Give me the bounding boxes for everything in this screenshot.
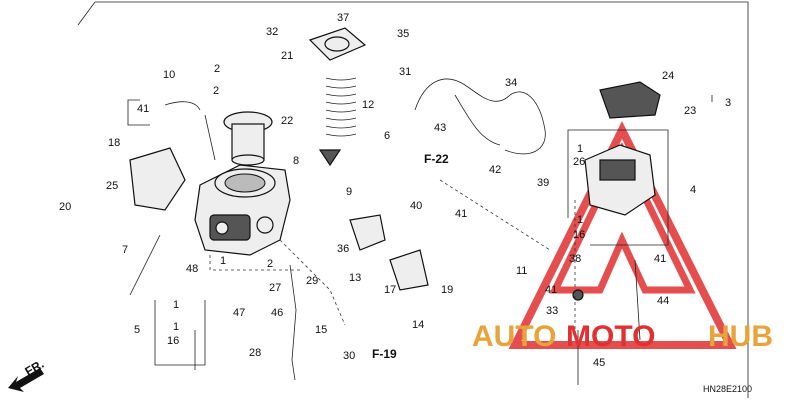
watermark-auto: AUTO bbox=[472, 320, 556, 353]
vacuum-piston bbox=[223, 111, 273, 166]
ref-f22: F-22 bbox=[424, 152, 449, 166]
callout-41a: 41 bbox=[137, 103, 149, 115]
jet-needle bbox=[318, 149, 342, 167]
front-direction-arrow: FR. bbox=[8, 357, 46, 392]
carburetor-body bbox=[194, 164, 291, 256]
callout-34: 34 bbox=[505, 77, 517, 89]
callout-27: 27 bbox=[269, 282, 281, 294]
watermark-logo bbox=[508, 121, 737, 349]
callout-45: 45 bbox=[593, 357, 605, 369]
callout-1a: 1 bbox=[577, 143, 583, 155]
hose-41 bbox=[164, 101, 201, 111]
leader-bracket-4 bbox=[567, 129, 669, 246]
watermark-hub: HUB bbox=[708, 320, 773, 353]
callout-3: 3 bbox=[725, 97, 731, 109]
watermark-triangle-outer bbox=[508, 121, 737, 349]
callout-36: 36 bbox=[337, 243, 349, 255]
bracket-10 bbox=[127, 99, 150, 126]
callout-19: 19 bbox=[441, 284, 453, 296]
callout-40: 40 bbox=[410, 200, 422, 212]
callout-46: 46 bbox=[271, 307, 283, 319]
callout-4: 4 bbox=[690, 184, 696, 196]
callout-2c: 2 bbox=[267, 258, 273, 270]
callout-39: 39 bbox=[537, 177, 549, 189]
callout-22: 22 bbox=[281, 115, 293, 127]
diagram-code: HN28E2100 bbox=[703, 384, 752, 394]
callout-41c: 41 bbox=[654, 253, 666, 265]
pilot-screw bbox=[204, 114, 216, 161]
watermark-moto: MOTO bbox=[566, 320, 655, 353]
diagram-frame bbox=[95, 1, 749, 398]
callout-43: 43 bbox=[434, 122, 446, 134]
callout-14: 14 bbox=[412, 319, 424, 331]
top-cover bbox=[308, 27, 367, 61]
throttle-link bbox=[349, 214, 386, 251]
callout-10: 10 bbox=[163, 69, 175, 81]
callout-38: 38 bbox=[569, 253, 581, 265]
callout-31: 31 bbox=[399, 66, 411, 78]
callout-35: 35 bbox=[397, 28, 409, 40]
callout-16b: 16 bbox=[167, 335, 179, 347]
choke-plate bbox=[389, 249, 429, 291]
callout-1b: 1 bbox=[577, 214, 583, 226]
callout-9: 9 bbox=[346, 186, 352, 198]
breather-tube bbox=[414, 78, 546, 155]
callout-21: 21 bbox=[281, 50, 293, 62]
frame-corner-left bbox=[77, 1, 96, 26]
callout-6: 6 bbox=[384, 130, 390, 142]
dash-11 bbox=[439, 179, 551, 251]
solenoid bbox=[599, 81, 661, 119]
callouts: 37 32 35 21 31 2 2 10 41 12 22 34 24 3 2… bbox=[59, 12, 731, 369]
callout-33: 33 bbox=[546, 305, 558, 317]
dash-bottom bbox=[209, 255, 300, 271]
callout-32: 32 bbox=[266, 26, 278, 38]
callout-30: 30 bbox=[343, 350, 355, 362]
front-label: FR. bbox=[23, 357, 47, 379]
callout-7: 7 bbox=[122, 244, 128, 256]
rod-44 bbox=[634, 259, 641, 341]
callout-20: 20 bbox=[59, 201, 71, 213]
callout-44: 44 bbox=[657, 295, 669, 307]
drain-tube bbox=[289, 264, 297, 381]
spring bbox=[325, 77, 357, 137]
callout-41d: 41 bbox=[545, 284, 557, 296]
callout-12: 12 bbox=[362, 99, 374, 111]
watermark-text: AUTO MOTO HUB bbox=[472, 320, 773, 353]
callout-1e: 1 bbox=[173, 321, 179, 333]
callout-41b: 41 bbox=[455, 208, 467, 220]
callout-37: 37 bbox=[337, 12, 349, 24]
callout-29: 29 bbox=[306, 275, 318, 287]
callout-13: 13 bbox=[349, 272, 361, 284]
callout-24: 24 bbox=[662, 70, 674, 82]
callout-16a: 16 bbox=[573, 229, 585, 241]
breather-tube-2 bbox=[454, 94, 501, 146]
dash-30 bbox=[279, 239, 346, 326]
callout-42: 42 bbox=[489, 164, 501, 176]
ref-f19: F-19 bbox=[372, 347, 397, 361]
callout-18: 18 bbox=[108, 137, 120, 149]
callout-28: 28 bbox=[249, 347, 261, 359]
bracket-5 bbox=[154, 300, 206, 366]
callout-11: 11 bbox=[516, 265, 527, 277]
callout-17: 17 bbox=[384, 284, 396, 296]
callout-26: 26 bbox=[573, 156, 585, 168]
float-chamber-cover bbox=[129, 147, 186, 211]
callout-23: 23 bbox=[684, 105, 696, 117]
callout-25: 25 bbox=[106, 180, 118, 192]
callout-47: 47 bbox=[233, 307, 245, 319]
o-ring-33 bbox=[572, 289, 584, 301]
callout-48: 48 bbox=[186, 263, 198, 275]
watermark-triangle-inner bbox=[549, 141, 696, 294]
float-pin bbox=[129, 234, 161, 296]
callout-1c: 1 bbox=[220, 255, 226, 267]
callout-15: 15 bbox=[315, 324, 327, 336]
callout-2b: 2 bbox=[213, 85, 219, 97]
callout-8: 8 bbox=[293, 155, 299, 167]
callout-2a: 2 bbox=[214, 63, 220, 75]
callout-1d: 1 bbox=[173, 299, 179, 311]
air-cut-valve bbox=[584, 144, 656, 216]
callout-5: 5 bbox=[134, 324, 140, 336]
